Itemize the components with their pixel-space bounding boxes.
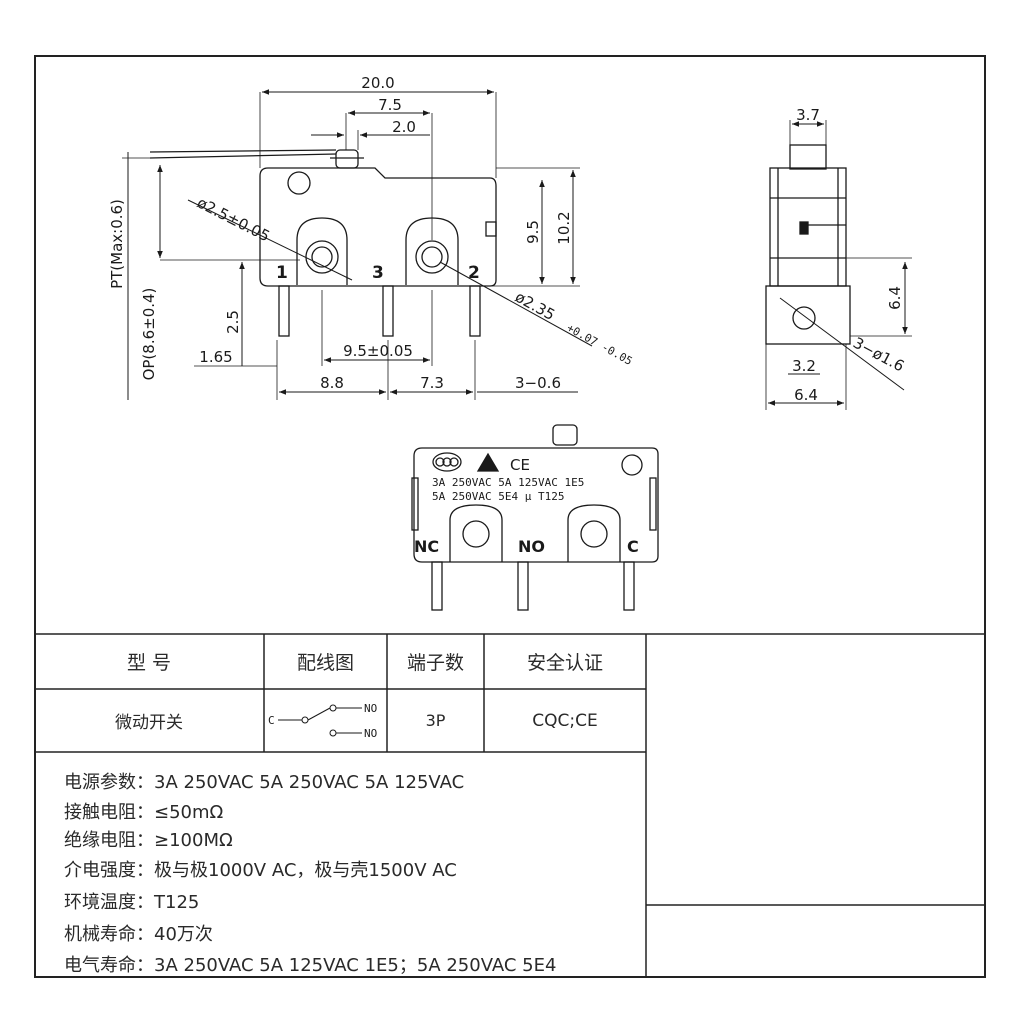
header-terminals: 端子数 xyxy=(406,652,464,674)
side-dim-pin: 3−ø1.6 xyxy=(850,334,907,376)
pin-2 xyxy=(469,285,481,337)
back-view xyxy=(411,424,659,611)
back-label-nc: NC xyxy=(414,537,439,556)
back-mounting-hole xyxy=(621,454,643,476)
dim-7-3: 7.3 xyxy=(420,374,444,392)
side-pin-hole xyxy=(792,306,816,330)
marking-line-1: 3A 250VAC 5A 125VAC 1E5 xyxy=(432,476,584,489)
cell-terminals: 3P xyxy=(425,711,446,730)
header-certification: 安全认证 xyxy=(526,652,603,674)
dim-pin-width: 3−0.6 xyxy=(515,374,561,392)
mounting-hole-small xyxy=(287,171,311,195)
spec-table-grid xyxy=(34,633,986,978)
dim-hole2: ø2.35 xyxy=(512,288,558,324)
dim-pin-offset: 2.5 xyxy=(224,310,242,334)
back-body-outline xyxy=(413,447,659,563)
spec-mechanical-life: 机械寿命：40万次 xyxy=(64,924,213,945)
cqc-logo-icon xyxy=(432,452,462,472)
cell-model: 微动开关 xyxy=(115,713,183,733)
header-model: 型 号 xyxy=(126,652,172,674)
spec-ambient-temperature: 环境温度：T125 xyxy=(64,892,200,913)
warning-triangle-icon xyxy=(476,452,500,472)
label-pt: PT(Max:0.6) xyxy=(108,199,126,289)
dim-pin-tail: 1.65 xyxy=(199,348,232,366)
label-op: OP(8.6±0.4) xyxy=(140,288,158,381)
pin-1 xyxy=(278,285,290,337)
cell-certification: CQC;CE xyxy=(532,710,598,731)
side-view xyxy=(765,120,912,410)
mounting-hole-1 xyxy=(305,240,339,274)
spec-dielectric-strength: 介电强度：极与极1000V AC，极与壳1500V AC xyxy=(64,860,457,881)
side-dim-width: 3.7 xyxy=(796,106,820,124)
back-label-c: C xyxy=(627,537,639,556)
dim-height: 10.2 xyxy=(555,211,573,244)
back-label-no: NO xyxy=(518,537,545,556)
dim-hole: ø2.5±0.05 xyxy=(194,194,273,246)
side-dim-total: 6.4 xyxy=(794,386,818,404)
back-pin-nc xyxy=(431,561,443,611)
ce-mark: CE xyxy=(510,456,530,474)
marking-line-2: 5A 250VAC 5E4 µ T125 xyxy=(432,490,564,503)
side-dim-height: 6.4 xyxy=(886,286,904,310)
dim-pin-spacing: 9.5±0.05 xyxy=(343,342,413,360)
spec-electrical-life: 电气寿命：3A 250VAC 5A 125VAC 1E5；5A 250VAC 5… xyxy=(64,955,557,976)
wiring-diagram xyxy=(278,704,362,737)
back-pin-c xyxy=(623,561,635,611)
dim-overall: 20.0 xyxy=(361,74,394,92)
front-view xyxy=(122,89,593,400)
dim-hole2-tol: +0.07 -0.05 xyxy=(565,321,635,368)
dim-lever: 7.5 xyxy=(378,96,402,114)
dim-8-8: 8.8 xyxy=(320,374,344,392)
wiring-nc: NO xyxy=(364,727,377,740)
wiring-no: NO xyxy=(364,702,377,715)
spec-power: 电源参数：3A 250VAC 5A 250VAC 5A 125VAC xyxy=(64,772,465,793)
header-wiring: 配线图 xyxy=(296,652,354,674)
pin-label-3: 3 xyxy=(372,263,384,283)
dim-height-small: 9.5 xyxy=(524,220,542,244)
spec-insulation-resistance: 绝缘电阻：≥100MΩ xyxy=(64,830,233,851)
lever-arm xyxy=(149,153,337,159)
back-pin-no xyxy=(517,561,529,611)
pin-label-1: 1 xyxy=(276,263,288,283)
side-dim-base: 3.2 xyxy=(792,357,816,375)
pin-label-2: 2 xyxy=(468,263,480,283)
actuator-plunger xyxy=(335,149,359,169)
pin-3 xyxy=(382,285,394,337)
dim-actuator: 2.0 xyxy=(392,118,416,136)
wiring-c: C xyxy=(268,714,275,727)
side-slot xyxy=(485,221,497,237)
spec-contact-resistance: 接触电阻：≤50mΩ xyxy=(64,802,224,823)
mounting-hole-2 xyxy=(415,240,449,274)
drawing-sheet xyxy=(34,55,986,978)
back-actuator xyxy=(552,424,578,446)
